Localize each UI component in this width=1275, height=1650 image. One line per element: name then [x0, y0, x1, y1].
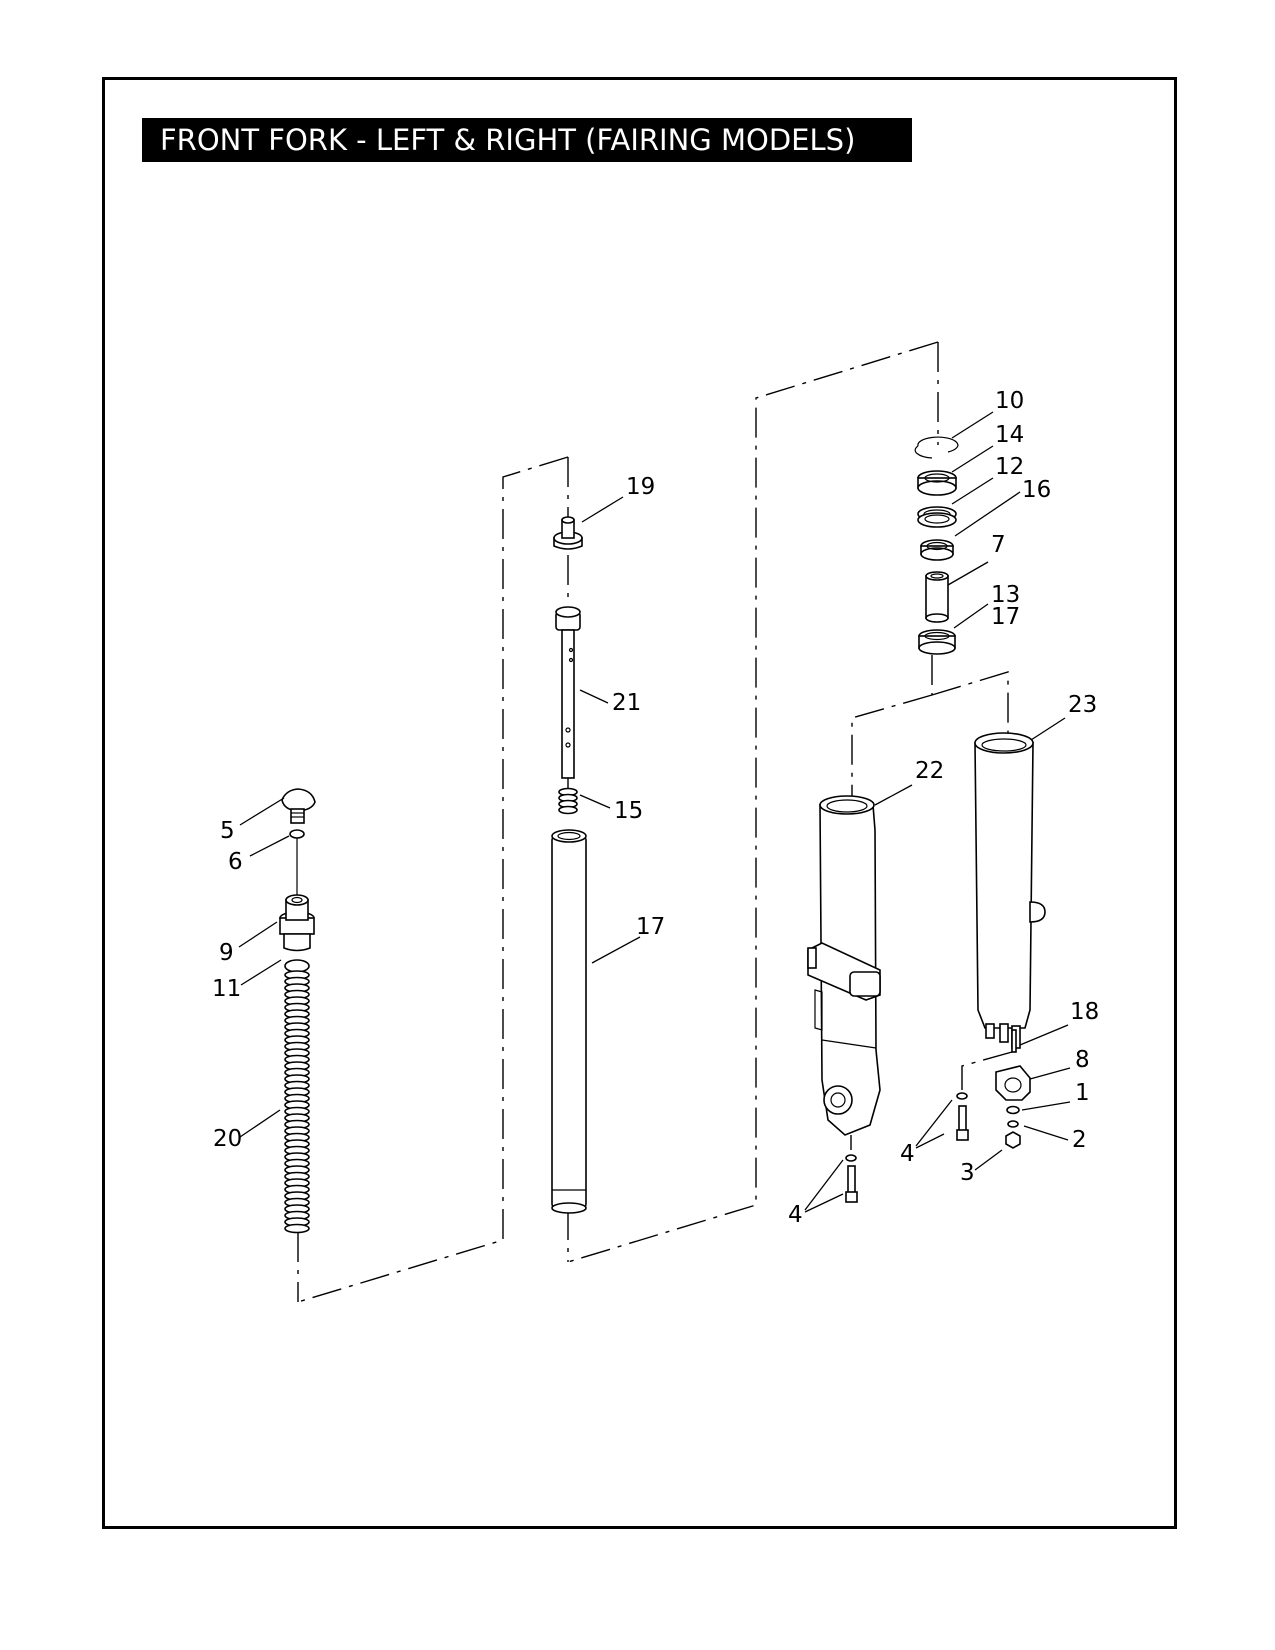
rebound-valve: [553, 516, 583, 550]
rebound-spring: [558, 787, 578, 815]
callout-1: 1: [1075, 1080, 1090, 1106]
callout-12: 12: [995, 454, 1024, 480]
fork-tube: [551, 829, 587, 1214]
damper-tube: [555, 606, 581, 779]
callout-16: 16: [1022, 477, 1051, 503]
oil-seal: [917, 506, 957, 528]
fork-slider-left: [807, 795, 881, 1136]
callout-4-clamp: 4: [900, 1141, 915, 1167]
lower-bushing: [918, 629, 956, 655]
callout-9: 9: [219, 940, 234, 966]
upper-bushing: [920, 539, 954, 561]
flat-washer: [1006, 1105, 1020, 1115]
fork-cap-bolt: [281, 788, 316, 824]
retaining-ring: [914, 436, 959, 459]
callout-17-bushing: 17: [991, 604, 1020, 630]
assembly-line-sliders: [931, 671, 1009, 745]
callout-18: 18: [1070, 999, 1099, 1025]
callout-21: 21: [612, 690, 641, 716]
callout-6: 6: [228, 849, 243, 875]
callout-labels: 10 14 12 16 7 13 17 19 21 23 22 15 5 6 1…: [212, 388, 1099, 1228]
axle-clamp-cap: [995, 1065, 1031, 1101]
leader-lines: [238, 411, 1071, 1213]
callout-11: 11: [212, 976, 241, 1002]
callout-19: 19: [626, 474, 655, 500]
callout-8: 8: [1075, 1047, 1090, 1073]
callout-22: 22: [915, 758, 944, 784]
callout-10: 10: [995, 388, 1024, 414]
callout-14: 14: [995, 422, 1024, 448]
callout-20: 20: [213, 1126, 242, 1152]
hex-nut: [1005, 1131, 1021, 1149]
lock-washer: [1007, 1120, 1019, 1128]
callout-23: 23: [1068, 692, 1097, 718]
callout-4-drain: 4: [788, 1202, 803, 1228]
assembly-lines: [296, 341, 1013, 1303]
fork-spring: [284, 970, 310, 1234]
drain-screw: [845, 1154, 858, 1203]
clamp-screw: [956, 1092, 969, 1141]
callout-2: 2: [1072, 1127, 1087, 1153]
seal-washer: [917, 470, 957, 496]
spring-spacer: [279, 894, 315, 952]
assembly-line-damper: [297, 456, 569, 1303]
o-ring: [289, 829, 305, 839]
callout-5: 5: [220, 818, 235, 844]
callout-17-tube: 17: [636, 914, 665, 940]
callout-15: 15: [614, 798, 643, 824]
callout-13: 13: [991, 582, 1020, 608]
callout-7: 7: [991, 532, 1006, 558]
diagram-frame: [102, 77, 1177, 1529]
spacer-tube: [925, 571, 949, 623]
callout-3: 3: [960, 1160, 975, 1186]
diagram-title: FRONT FORK - LEFT & RIGHT (FAIRING MODEL…: [142, 118, 912, 162]
fork-slider-right: [974, 732, 1046, 1049]
stud: [1011, 1029, 1017, 1053]
